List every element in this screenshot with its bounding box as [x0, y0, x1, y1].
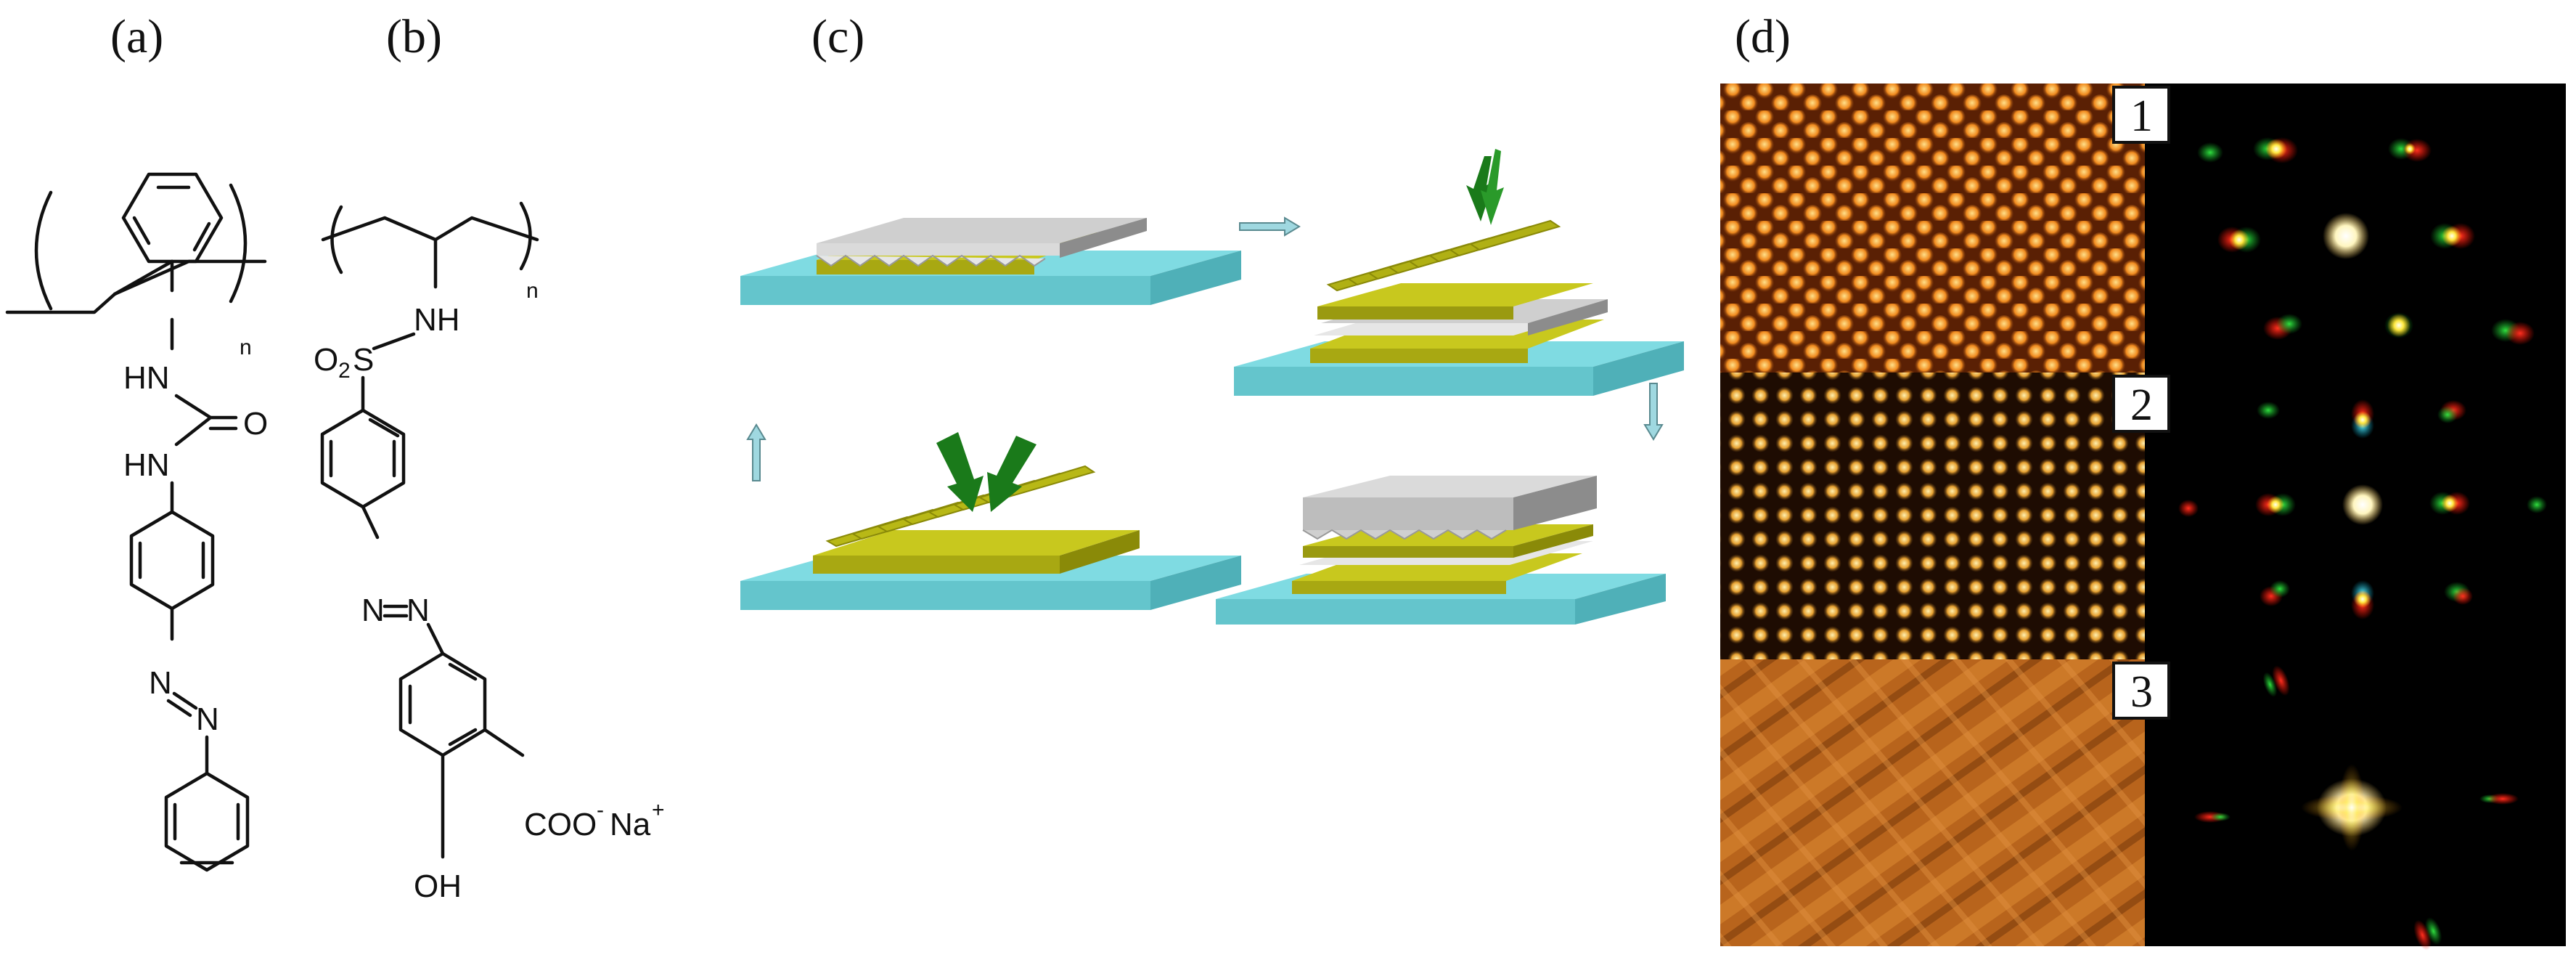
tag-1: 1: [2130, 91, 2153, 141]
carboxylate-charge-b: -: [597, 798, 604, 822]
panel-c-schematic: [740, 149, 1684, 625]
bracket-left-b: [330, 205, 343, 274]
micrograph-2: [1720, 373, 2145, 659]
azo-n1-b: N: [361, 593, 385, 628]
arrow-down: [1643, 383, 1664, 441]
molecule-b-structure: n NH O 2 S N N COO - Na + OH: [314, 201, 665, 904]
azo-n2-b: N: [406, 593, 430, 628]
benzene-ring-b2: [398, 651, 487, 757]
benzene-ring-a3: [164, 771, 250, 872]
bracket-left-a: [34, 190, 53, 311]
benzene-ring-a2: [129, 510, 215, 611]
nh-b: NH: [414, 302, 460, 338]
sulfonyl-o-b: O: [314, 342, 338, 378]
tag-2: 2: [2130, 381, 2153, 430]
repeat-subscript-b: n: [526, 279, 539, 303]
arrow-right: [1239, 216, 1301, 237]
panel-label-c: (c): [811, 10, 864, 63]
panel-label-a: (a): [110, 10, 163, 63]
step-bottom-left: [740, 432, 1241, 610]
tag-box-2: [2112, 375, 2170, 433]
tag-3: 3: [2130, 667, 2153, 717]
fft-1-spots: [2197, 137, 2535, 345]
urea-nh-top-a: HN: [123, 360, 170, 396]
urea-o-a: O: [243, 406, 268, 442]
molecule-a-structure: HN O HN N N n: [5, 172, 268, 872]
fft-3-spots: [2194, 665, 2519, 951]
hydroxyl-b: OH: [414, 869, 462, 904]
micrograph-1: [1720, 84, 2145, 373]
sulfonyl-s-b: S: [353, 342, 374, 378]
carboxylate-b: COO: [524, 807, 597, 842]
tag-box-3: [2112, 662, 2170, 720]
fft-2-spots: [2178, 399, 2547, 619]
step-bottom-right: [1216, 476, 1666, 625]
step-top-left: [740, 218, 1241, 305]
tag-box-1: [2112, 86, 2170, 144]
repeat-subscript-a: n: [240, 335, 252, 359]
sodium-b: Na: [610, 807, 651, 842]
azo-n1-a: N: [149, 665, 172, 701]
sulfonyl-o-sub-b: 2: [338, 359, 351, 383]
panel-label-b: (b): [386, 10, 442, 63]
step-top-right: [1234, 149, 1684, 396]
bracket-right-a: [229, 183, 248, 304]
benzene-ring-a1: [121, 172, 224, 264]
micrograph-3-overlay: [1720, 659, 2145, 946]
panel-label-d: (d): [1735, 10, 1791, 63]
sodium-charge-b: +: [652, 798, 665, 822]
urea-nh-bottom-a: HN: [123, 447, 170, 483]
panel-d-images: 1 2: [1720, 84, 2566, 951]
arrow-up: [746, 423, 766, 481]
benzene-ring-b1: [320, 408, 406, 509]
azo-n2-a: N: [196, 701, 219, 737]
